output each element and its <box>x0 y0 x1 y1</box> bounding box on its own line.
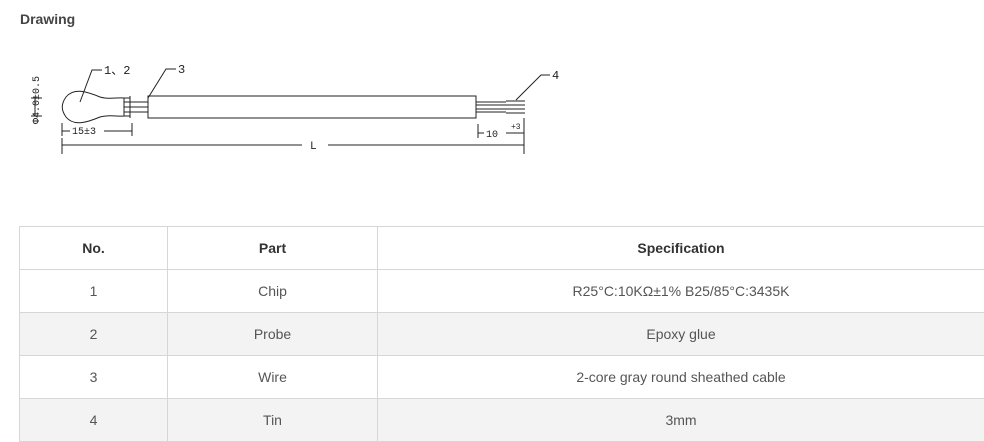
cell-spec: Epoxy glue <box>377 312 984 356</box>
table-row: 1 Chip R25°C:10KΩ±1% B25/85°C:3435K <box>19 269 984 313</box>
diameter-label: Φ4.0±0.5 <box>32 76 43 124</box>
cell-no: 3 <box>19 355 168 399</box>
cell-no: 4 <box>19 398 168 442</box>
table-row: 3 Wire 2-core gray round sheathed cable <box>19 355 984 399</box>
header-specification: Specification <box>377 226 984 270</box>
section-title: Drawing <box>20 11 76 27</box>
table-row: 4 Tin 3mm <box>19 398 984 442</box>
cell-part: Chip <box>167 269 378 313</box>
dim-tail-tolerance: +3 <box>511 123 521 132</box>
cell-spec: 2-core gray round sheathed cable <box>377 355 984 399</box>
cell-no: 2 <box>19 312 168 356</box>
callout-4: 4 <box>552 69 559 83</box>
dim-head-label: 15±3 <box>72 127 96 138</box>
cell-part: Probe <box>167 312 378 356</box>
callout-3: 3 <box>178 63 185 77</box>
thermistor-drawing: Φ4.0±0.5 1、2 3 4 15±3 L 10 +3 <box>31 63 559 154</box>
header-part: Part <box>167 226 378 270</box>
dim-total-label: L <box>310 141 317 153</box>
cell-part: Tin <box>167 398 378 442</box>
cell-no: 1 <box>19 269 168 313</box>
spec-table: No. Part Specification 1 Chip R25°C:10KΩ… <box>19 226 984 442</box>
cell-spec: R25°C:10KΩ±1% B25/85°C:3435K <box>377 269 984 313</box>
callout-1-2: 1、2 <box>104 64 130 78</box>
cell-spec: 3mm <box>377 398 984 442</box>
table-row: 2 Probe Epoxy glue <box>19 312 984 356</box>
dim-tail-label: 10 <box>486 130 498 141</box>
cell-part: Wire <box>167 355 378 399</box>
table-header-row: No. Part Specification <box>19 226 984 270</box>
header-no: No. <box>19 226 168 270</box>
